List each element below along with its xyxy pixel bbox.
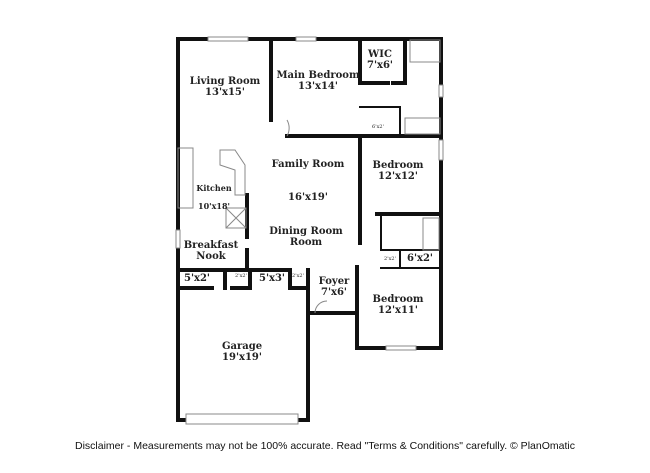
closet-label: 5'x2' bbox=[183, 273, 211, 284]
closet-label: 2'x2' bbox=[384, 256, 396, 262]
closet-label: 6'x2' bbox=[372, 124, 384, 130]
closet-label: 2'x2' bbox=[235, 273, 247, 279]
disclaimer: Disclaimer - Measurements may not be 100… bbox=[75, 440, 575, 452]
closet-label: 2'x2' bbox=[292, 273, 304, 279]
closet-label: 6'x2' bbox=[406, 253, 434, 264]
fixtures bbox=[175, 36, 444, 425]
closet-label: 5'x3' bbox=[258, 273, 286, 284]
